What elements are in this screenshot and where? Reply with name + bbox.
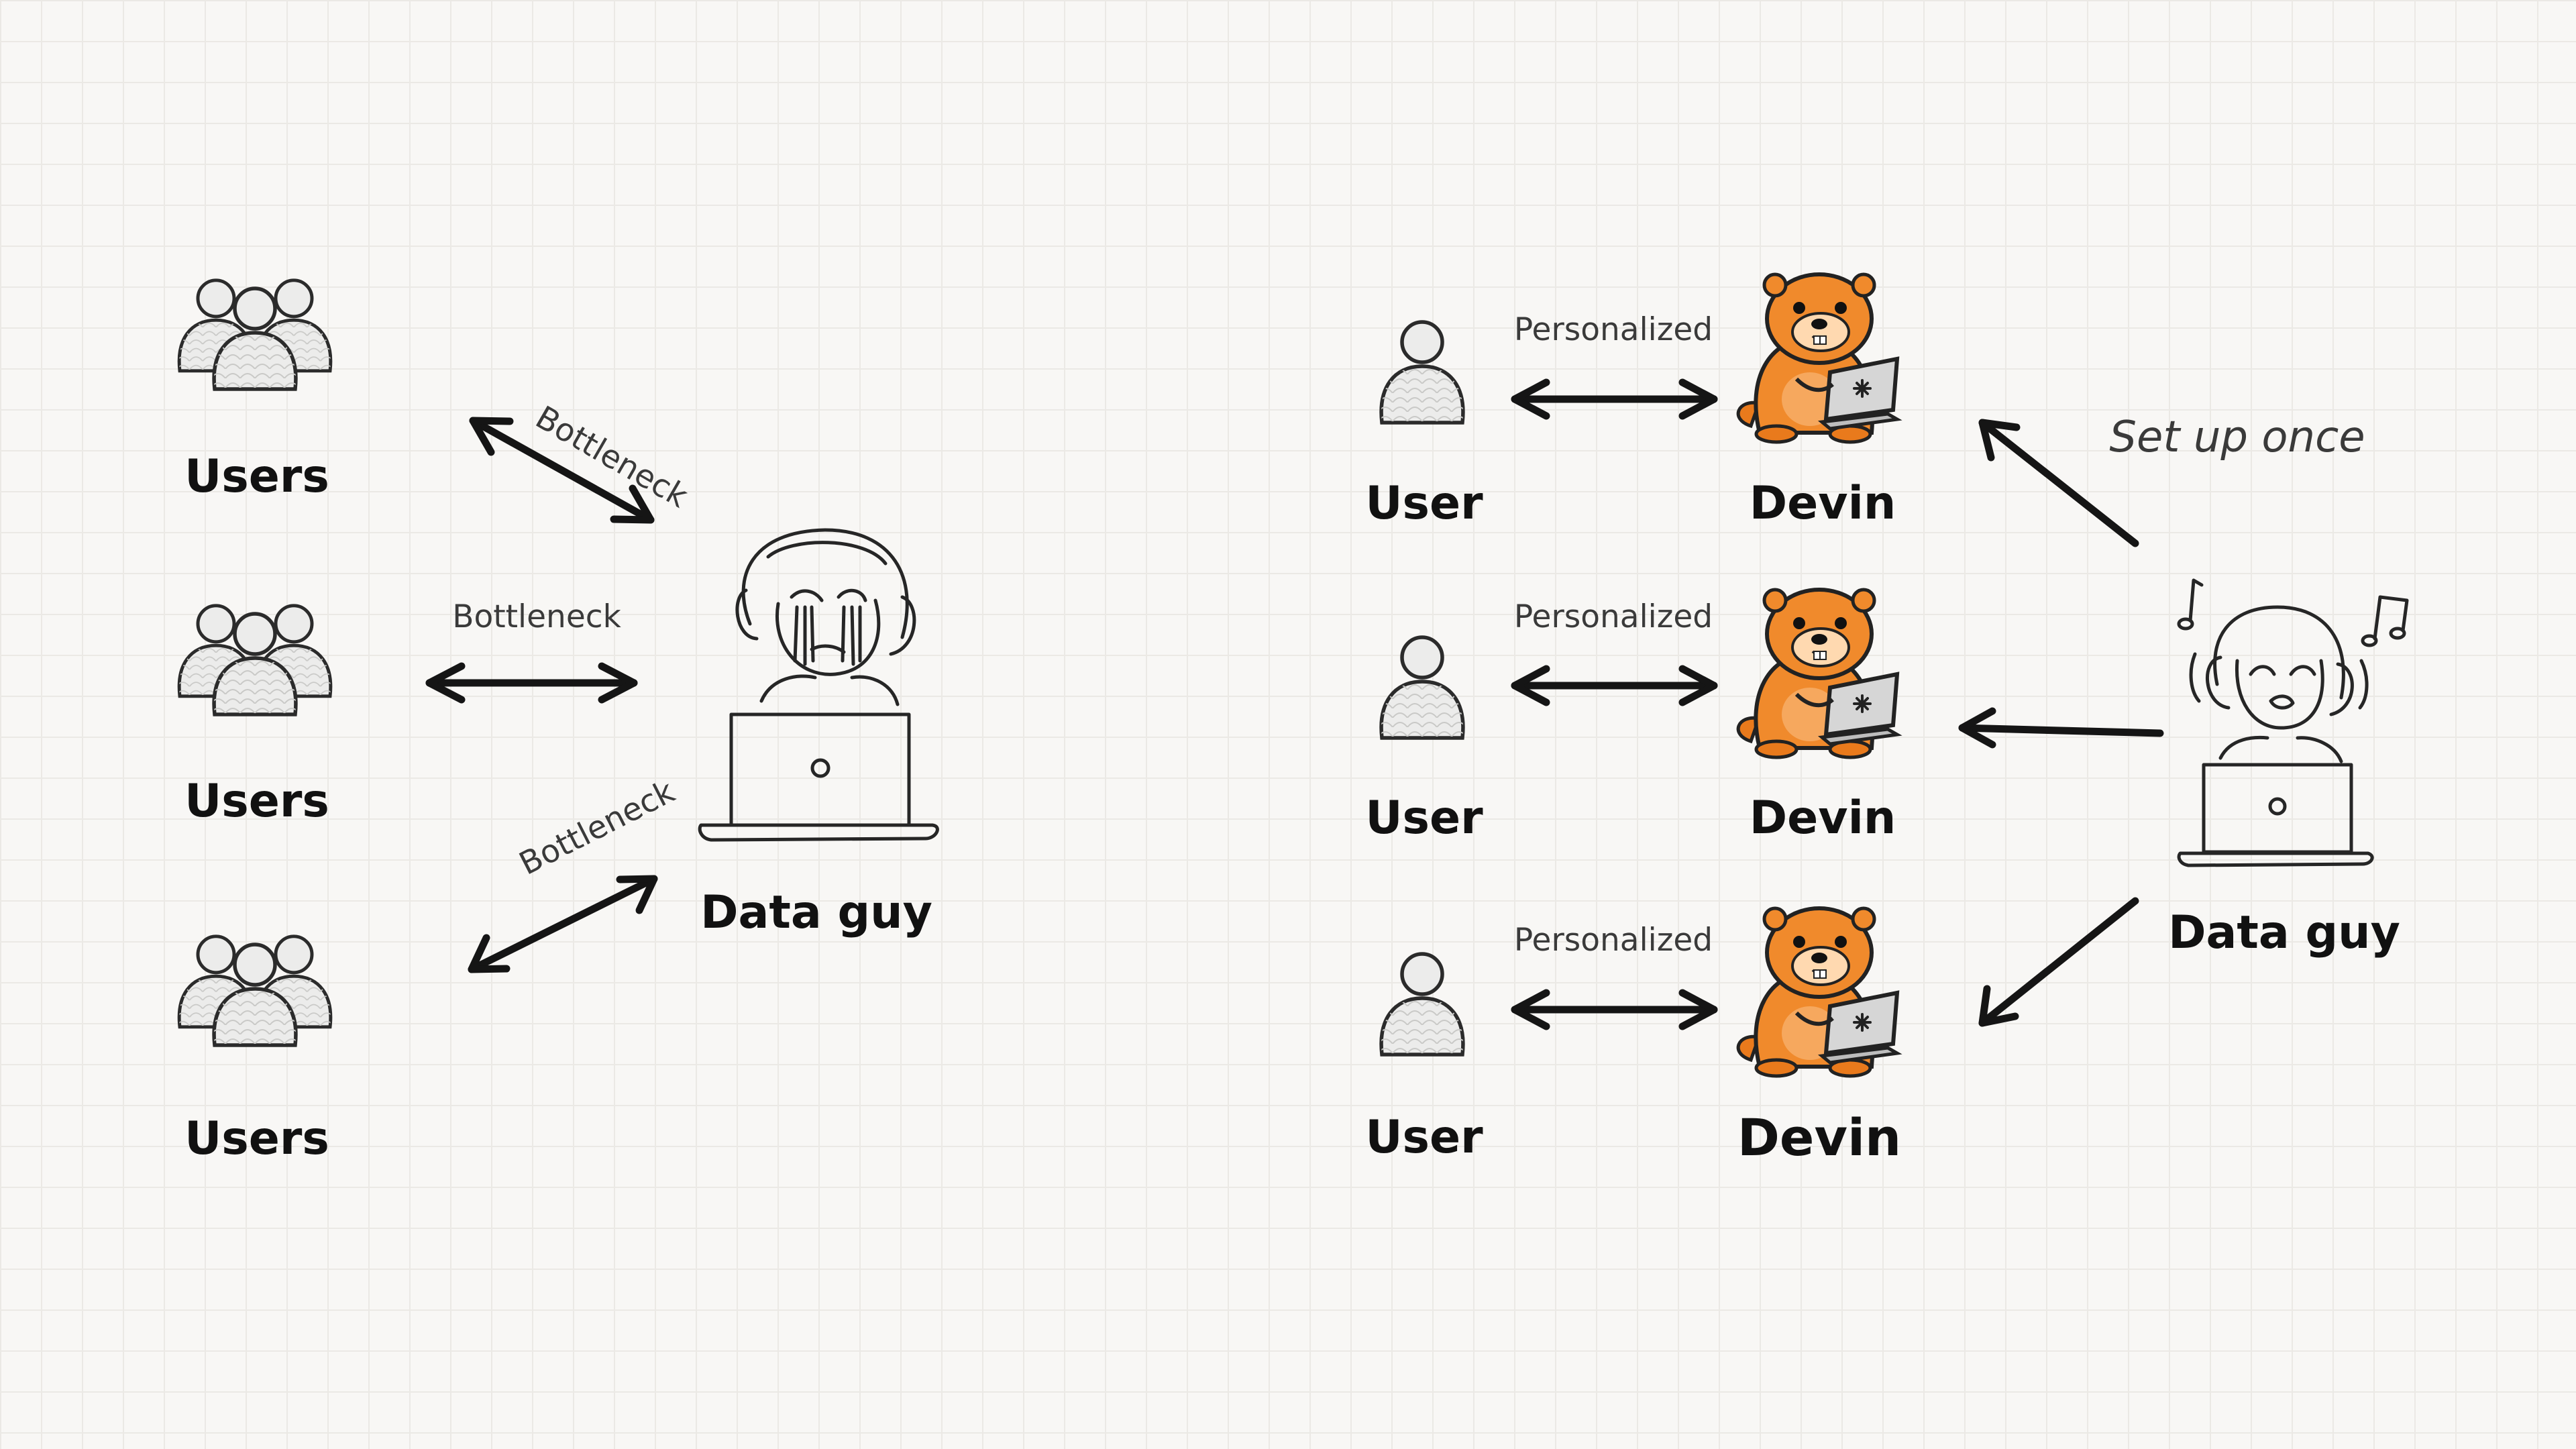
devin-otter-icon [1738, 274, 1897, 442]
users-group-icon [179, 280, 331, 389]
user-label: User [1365, 477, 1483, 530]
user-label: User [1365, 792, 1483, 845]
personalized-label: Personalized [1514, 922, 1713, 959]
personalized-label: Personalized [1514, 598, 1713, 635]
personalized-arrow [1511, 665, 1718, 706]
bottleneck-label: Bottleneck [452, 598, 621, 635]
users-label: Users [184, 775, 329, 828]
music-note-icon [2177, 578, 2204, 631]
crying-person-laptop-icon [698, 528, 939, 842]
setup-arrow [1978, 419, 2139, 547]
personalized-label: Personalized [1514, 311, 1713, 348]
users-label: Users [184, 1112, 329, 1165]
devin-otter-icon [1738, 908, 1897, 1076]
devin-label: Devin [1737, 1108, 1901, 1167]
bottleneck-arrow [468, 875, 658, 973]
devin-label: Devin [1750, 477, 1896, 530]
data-guy-label: Data guy [700, 886, 932, 939]
devin-otter-icon [1738, 590, 1897, 757]
users-group-icon [179, 936, 331, 1045]
user-icon [1381, 954, 1463, 1055]
bottleneck-label: Bottleneck [513, 773, 681, 883]
devin-label: Devin [1750, 792, 1896, 845]
set-up-once-note: Set up once [2109, 413, 2365, 462]
setup-arrow [1978, 897, 2139, 1027]
music-note-icon [2361, 595, 2409, 647]
personalized-arrow [1511, 378, 1718, 420]
user-icon [1381, 637, 1463, 738]
happy-person-laptop-icon [2177, 605, 2374, 867]
data-guy-label: Data guy [2168, 906, 2400, 959]
bottleneck-arrow [425, 662, 638, 704]
user-icon [1381, 322, 1463, 423]
users-label: Users [184, 450, 329, 503]
bottleneck-arrow [469, 417, 655, 524]
personalized-arrow [1511, 989, 1718, 1030]
users-group-icon [179, 606, 331, 714]
user-label: User [1365, 1111, 1483, 1164]
setup-arrow [1958, 707, 2164, 749]
